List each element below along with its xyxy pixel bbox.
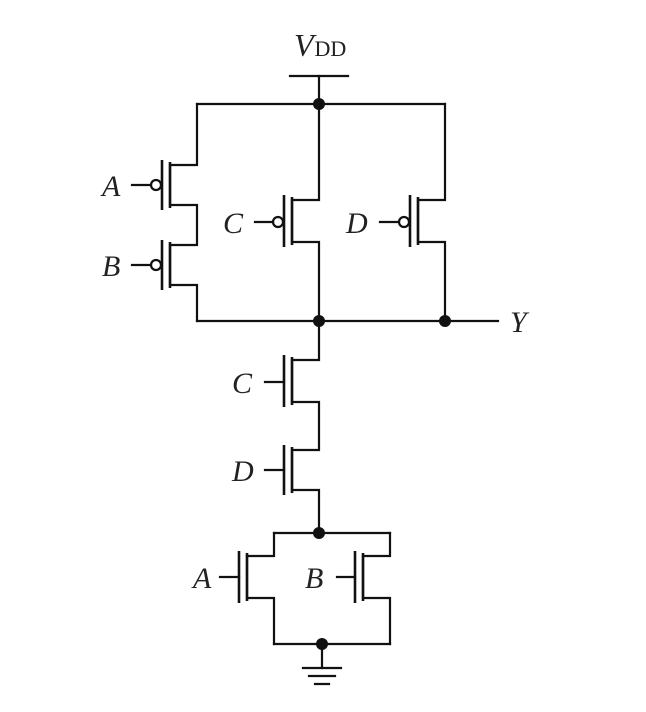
pmos-left-channel-wire — [168, 102, 199, 323]
pmos-a-label: A — [100, 170, 121, 203]
output-label: Y — [510, 306, 530, 339]
nmos-series-wire — [290, 319, 321, 535]
junction-dot-output-right — [439, 315, 451, 327]
pmos-a-bubble — [149, 178, 163, 192]
pmos-d-channel-wire — [416, 102, 447, 323]
nmos-parallel-pair: A B — [191, 531, 392, 646]
nmos-b-label: B — [305, 562, 323, 595]
vdd-label: VDD — [294, 27, 346, 63]
pmos-d-label: D — [345, 207, 368, 240]
pmos-b-bubble — [149, 258, 163, 272]
nmos-d-label: D — [231, 455, 254, 488]
nmos-a-label: A — [191, 562, 212, 595]
junction-dot-ground — [316, 638, 328, 650]
nmos-c-label: C — [232, 367, 253, 400]
vdd-supply: VDD — [288, 27, 350, 106]
nmos-b-wire — [361, 531, 392, 646]
junction-dot-vdd — [313, 98, 325, 110]
pmos-c-channel-wire — [290, 102, 321, 323]
pmos-d-bubble — [397, 215, 411, 229]
nmos-a-wire — [245, 531, 276, 646]
pmos-c-label: C — [223, 207, 244, 240]
pmos-branch-middle: C — [223, 102, 321, 323]
pmos-branch-left: A B — [100, 102, 199, 323]
junction-dot-output-center — [313, 315, 325, 327]
nmos-series-stack: C D — [231, 319, 321, 535]
output-node: Y — [195, 306, 530, 339]
pmos-branch-right: D — [345, 102, 447, 323]
junction-dot-nmos-split — [313, 527, 325, 539]
pmos-c-bubble — [271, 215, 285, 229]
pmos-b-label: B — [102, 250, 120, 283]
